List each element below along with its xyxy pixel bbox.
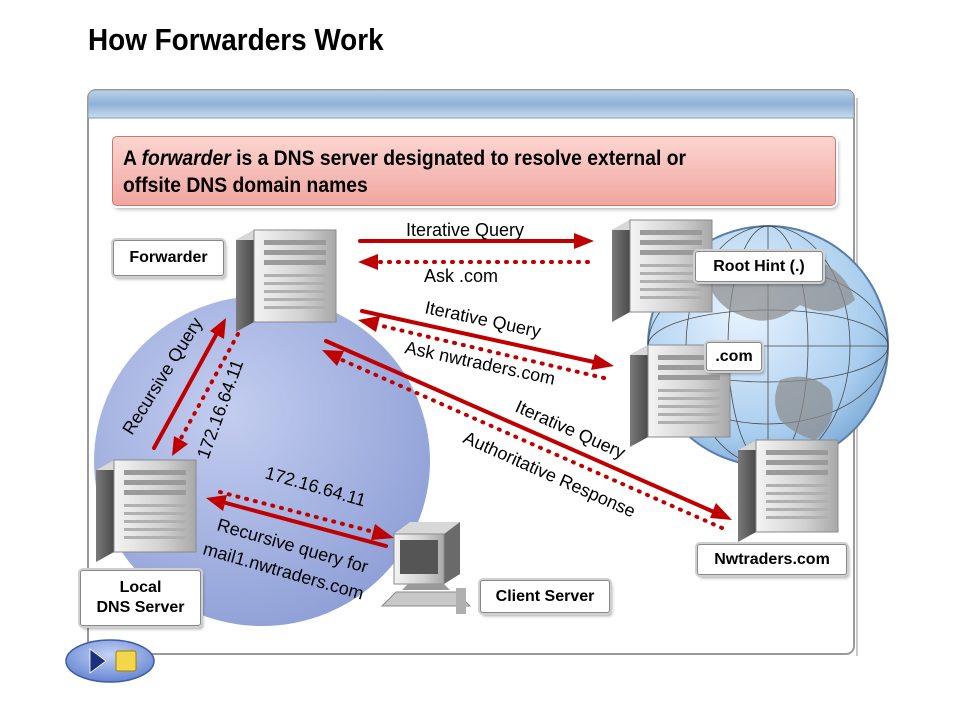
local-dns-label: Local DNS Server xyxy=(80,570,201,626)
stop-button[interactable] xyxy=(115,650,137,672)
com-label: .com xyxy=(706,342,762,371)
local-dns-label-text: Local DNS Server xyxy=(96,579,185,616)
arrow-ip-to-client xyxy=(218,490,394,540)
callout-line2: offsite DNS domain names xyxy=(123,174,368,197)
forwarder-label-text: Forwarder xyxy=(129,249,208,266)
computer-icon xyxy=(380,522,472,614)
page-title: How Forwarders Work xyxy=(88,22,384,57)
callout-emphasis: forwarder xyxy=(141,147,231,170)
arrow-recursive-query-for xyxy=(206,495,388,548)
nwtraders-label: Nwtraders.com xyxy=(697,544,847,575)
slide-navigation xyxy=(65,639,155,683)
arrow-ip-to-local xyxy=(172,332,240,456)
label-ask-com: Ask .com xyxy=(424,266,498,286)
arrow-iterative-query-nwtraders xyxy=(324,339,732,520)
local-dns-server-icon xyxy=(95,459,197,563)
forwarder-label: Forwarder xyxy=(113,240,224,276)
play-icon[interactable] xyxy=(90,649,106,673)
callout-prefix: A xyxy=(123,147,142,170)
arrow-iterative-query-root xyxy=(358,233,594,249)
label-iterative-query-root: Iterative Query xyxy=(406,220,524,240)
nwtraders-server-icon xyxy=(737,439,839,543)
definition-callout: A forwarder is a DNS server designated t… xyxy=(112,136,836,206)
callout-line1: is a DNS server designated to resolve ex… xyxy=(230,147,687,170)
com-label-text: .com xyxy=(715,347,753,365)
stop-icon[interactable] xyxy=(115,650,137,672)
label-iterative-query-com: Iterative Query xyxy=(423,297,543,341)
arrow-authoritative-response xyxy=(322,350,724,530)
root-hint-label-text: Root Hint (.) xyxy=(713,257,805,275)
client-server-label: Client Server xyxy=(480,580,610,613)
nwtraders-label-text: Nwtraders.com xyxy=(714,550,830,568)
play-button[interactable] xyxy=(89,648,107,674)
client-server-label-text: Client Server xyxy=(495,587,595,605)
arrow-recursive-query xyxy=(152,318,226,450)
arrow-ask-com xyxy=(358,254,590,270)
root-hint-label: Root Hint (.) xyxy=(695,251,823,282)
arrow-iterative-query-com xyxy=(360,309,614,370)
forwarder-server-icon xyxy=(235,229,337,333)
arrow-ask-nwtraders xyxy=(358,316,606,380)
